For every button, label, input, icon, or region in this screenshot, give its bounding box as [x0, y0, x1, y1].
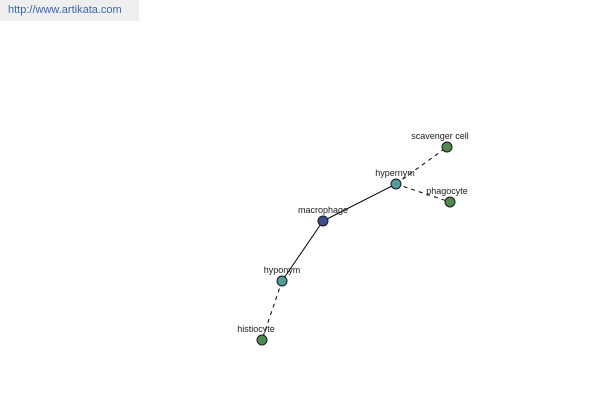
edge-macrophage-to-hypernym [322, 183, 397, 222]
node-histiocyte[interactable] [256, 334, 268, 346]
node-scavenger-cell[interactable] [441, 141, 453, 153]
node-label-scavenger-cell[interactable]: scavenger cell [411, 131, 469, 141]
node-hyponym[interactable] [276, 275, 288, 287]
node-macrophage[interactable] [317, 215, 329, 227]
edges-layer [261, 146, 451, 341]
labels-layer: macrophage hypernym hyponym scavenger cell p… [237, 131, 469, 334]
node-label-histiocyte[interactable]: histiocyte [237, 324, 275, 334]
edge-macrophage-to-hyponym [281, 220, 324, 282]
node-phagocyte[interactable] [444, 196, 456, 208]
node-label-phagocyte[interactable]: phagocyte [426, 186, 468, 196]
node-label-hyponym[interactable]: hyponym [264, 265, 301, 275]
node-label-macrophage[interactable]: macrophage [298, 205, 348, 215]
nodes-layer [256, 141, 456, 346]
edge-hyponym-to-histiocyte [261, 280, 283, 341]
source-url-banner[interactable]: http://www.artikata.com [0, 0, 139, 21]
node-label-hypernym[interactable]: hypernym [375, 168, 415, 178]
source-url-text[interactable]: http://www.artikata.com [8, 4, 122, 16]
edge-hypernym-to-phagocyte [395, 183, 451, 203]
node-hypernym[interactable] [390, 178, 402, 190]
edge-hypernym-to-scavenger-cell [395, 146, 448, 185]
